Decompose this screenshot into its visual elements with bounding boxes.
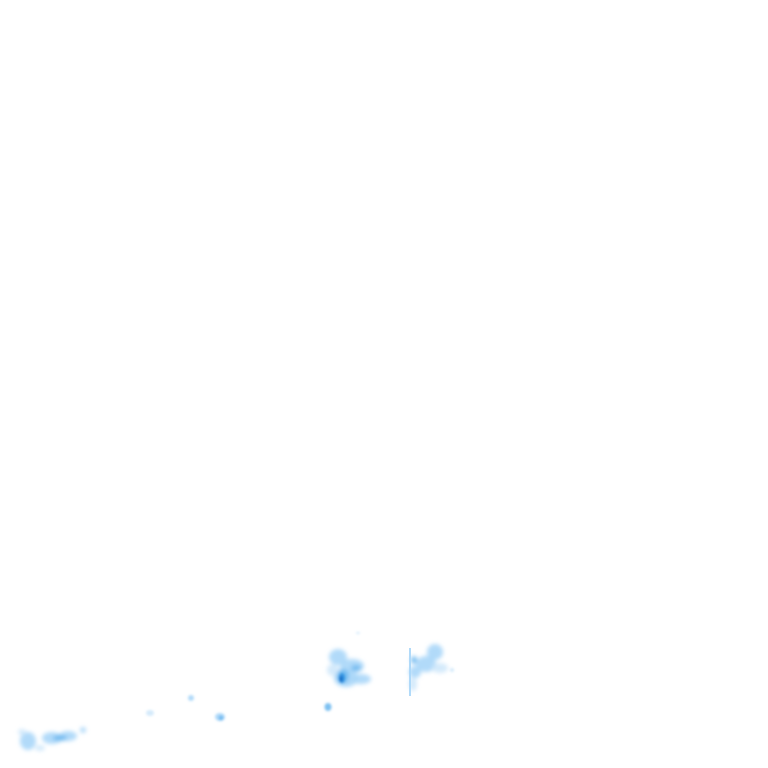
precip-cell-southwest [18, 727, 86, 751]
precip-cell-east [409, 644, 448, 691]
precip-cell-central-core [339, 673, 345, 683]
precip-edge-east [409, 648, 411, 696]
precip-echoes-scattered [146, 632, 454, 721]
precip-cell-central [327, 649, 371, 687]
